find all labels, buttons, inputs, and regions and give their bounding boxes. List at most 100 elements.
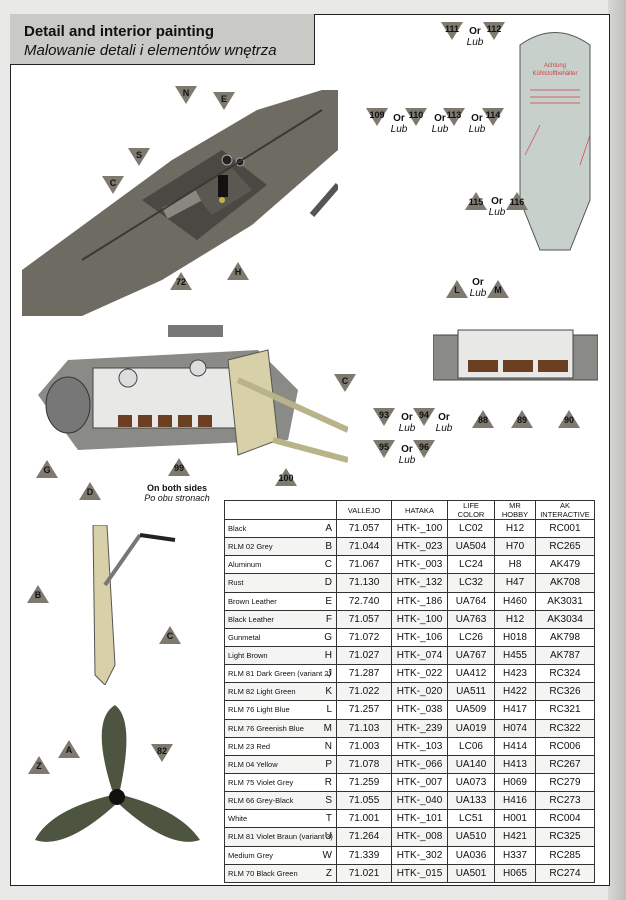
life-color-cell: UA019 xyxy=(447,718,495,738)
callout-114: 114 xyxy=(482,108,504,126)
vallejo-cell: 71.072 xyxy=(336,627,392,647)
mr-hobby-cell: H422 xyxy=(494,682,536,702)
color-name: Aluminum xyxy=(228,560,262,570)
vallejo-cell: 71.103 xyxy=(336,718,392,738)
column-header-vallejo: VALLEJO xyxy=(336,500,392,520)
vallejo-cell: 71.259 xyxy=(336,772,392,793)
life-color-cell: UA133 xyxy=(447,791,495,811)
color-code: Z xyxy=(325,867,332,879)
callout-110: 110 xyxy=(405,108,427,126)
callout-90: 90 xyxy=(558,410,580,428)
color-code: C xyxy=(324,559,332,571)
color-name-cell: RLM 81 Dark Green (variant 2)J xyxy=(224,664,337,684)
hataka-cell: HTK-_007 xyxy=(391,772,448,793)
hataka-cell: HTK-_008 xyxy=(391,827,448,847)
engine-small-illustration xyxy=(433,329,598,381)
hataka-cell: HTK-_074 xyxy=(391,645,448,666)
life-color-cell: UA412 xyxy=(447,664,495,684)
column-header-hataka: HATAKA xyxy=(391,500,448,520)
column-header-color xyxy=(224,500,337,520)
color-name: RLM 76 Light Blue xyxy=(228,705,290,715)
vallejo-cell: 71.287 xyxy=(336,664,392,684)
ak-interactive-cell: RC326 xyxy=(535,682,595,702)
hataka-cell: HTK-_106 xyxy=(391,627,448,647)
life-color-cell: UA767 xyxy=(447,645,495,666)
color-name: RLM 23 Red xyxy=(228,741,271,751)
mr-hobby-cell: H47 xyxy=(494,573,536,593)
callout-C-engine: C xyxy=(334,374,356,392)
ak-interactive-cell: AK3031 xyxy=(535,591,595,611)
mr-hobby-cell: H12 xyxy=(494,609,536,629)
vallejo-cell: 71.067 xyxy=(336,555,392,575)
hataka-cell: HTK-_103 xyxy=(391,736,448,756)
vallejo-cell: 71.021 xyxy=(336,863,392,883)
placard-line-1: Achtung xyxy=(544,63,566,69)
color-name: RLM 81 Violet Braun (variant 3) xyxy=(228,832,333,842)
callout-99: 99 xyxy=(168,458,190,476)
vallejo-cell: 71.022 xyxy=(336,682,392,702)
color-code: K xyxy=(325,686,332,698)
placard-line-2: Kühlstoffbehälter xyxy=(533,71,578,77)
hataka-cell: HTK-_015 xyxy=(391,863,448,883)
color-name: Light Brown xyxy=(228,651,268,661)
callout-89: 89 xyxy=(511,410,533,428)
callout-A: A xyxy=(58,740,80,758)
callout-N: N xyxy=(175,86,197,104)
ak-interactive-cell: RC321 xyxy=(535,700,595,720)
callout-112: 112 xyxy=(483,22,505,40)
column-header-mr-hobby: MR HOBBY xyxy=(494,500,536,520)
hataka-cell: HTK-_003 xyxy=(391,555,448,575)
vallejo-cell: 71.057 xyxy=(336,609,392,629)
color-code: T xyxy=(325,813,332,825)
color-code: M xyxy=(323,722,332,734)
life-color-cell: UA511 xyxy=(447,682,495,702)
color-name: RLM 81 Dark Green (variant 2) xyxy=(228,669,331,679)
color-name-cell: RLM 81 Violet Braun (variant 3)U xyxy=(224,827,337,847)
hataka-cell: HTK-_239 xyxy=(391,718,448,738)
callout-D: D xyxy=(79,482,101,500)
color-code: E xyxy=(325,595,332,607)
callout-S: S xyxy=(128,148,150,166)
color-name: Medium Grey xyxy=(228,850,274,860)
color-code: W xyxy=(322,849,332,861)
cockpit-illustration xyxy=(22,90,338,316)
callout-96: 96 xyxy=(413,440,435,458)
landing-strut-illustration xyxy=(92,525,176,685)
mr-hobby-cell: H416 xyxy=(494,791,536,811)
callout-E: E xyxy=(213,92,235,110)
callout-M: M xyxy=(487,280,509,298)
vallejo-cell: 71.044 xyxy=(336,537,392,557)
ak-interactive-cell: RC274 xyxy=(535,863,595,883)
propeller-illustration xyxy=(35,705,200,842)
vallejo-cell: 71.057 xyxy=(336,518,392,539)
ak-interactive-cell: RC001 xyxy=(535,518,595,539)
both-sides-note: On both sides Po obu stronach xyxy=(144,483,210,503)
callout-100: 100 xyxy=(275,468,297,486)
color-name: Rust xyxy=(228,578,244,588)
coolant-tank-illustration: Achtung Kühlstoffbehälter xyxy=(519,32,591,251)
callout-B: B xyxy=(27,585,49,603)
color-name-cell: Aluminum C xyxy=(224,555,337,575)
vallejo-cell: 71.257 xyxy=(336,700,392,720)
